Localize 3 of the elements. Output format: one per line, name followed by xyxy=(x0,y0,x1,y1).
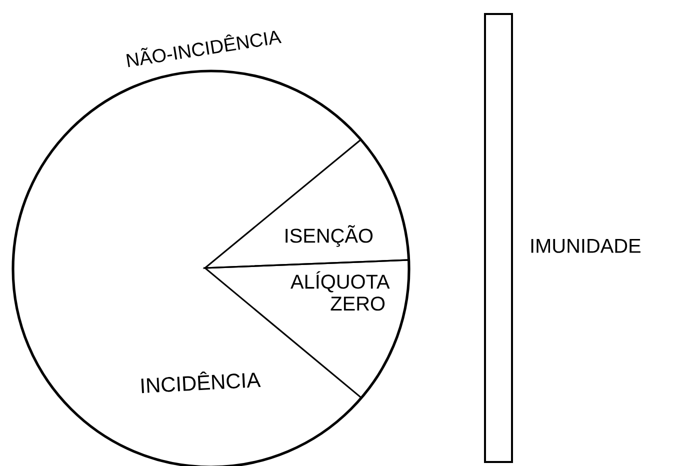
vertical-bar xyxy=(484,13,513,463)
pie-sector: ISENÇÃO xyxy=(204,138,410,269)
bar-caption: IMUNIDADE xyxy=(531,239,640,253)
